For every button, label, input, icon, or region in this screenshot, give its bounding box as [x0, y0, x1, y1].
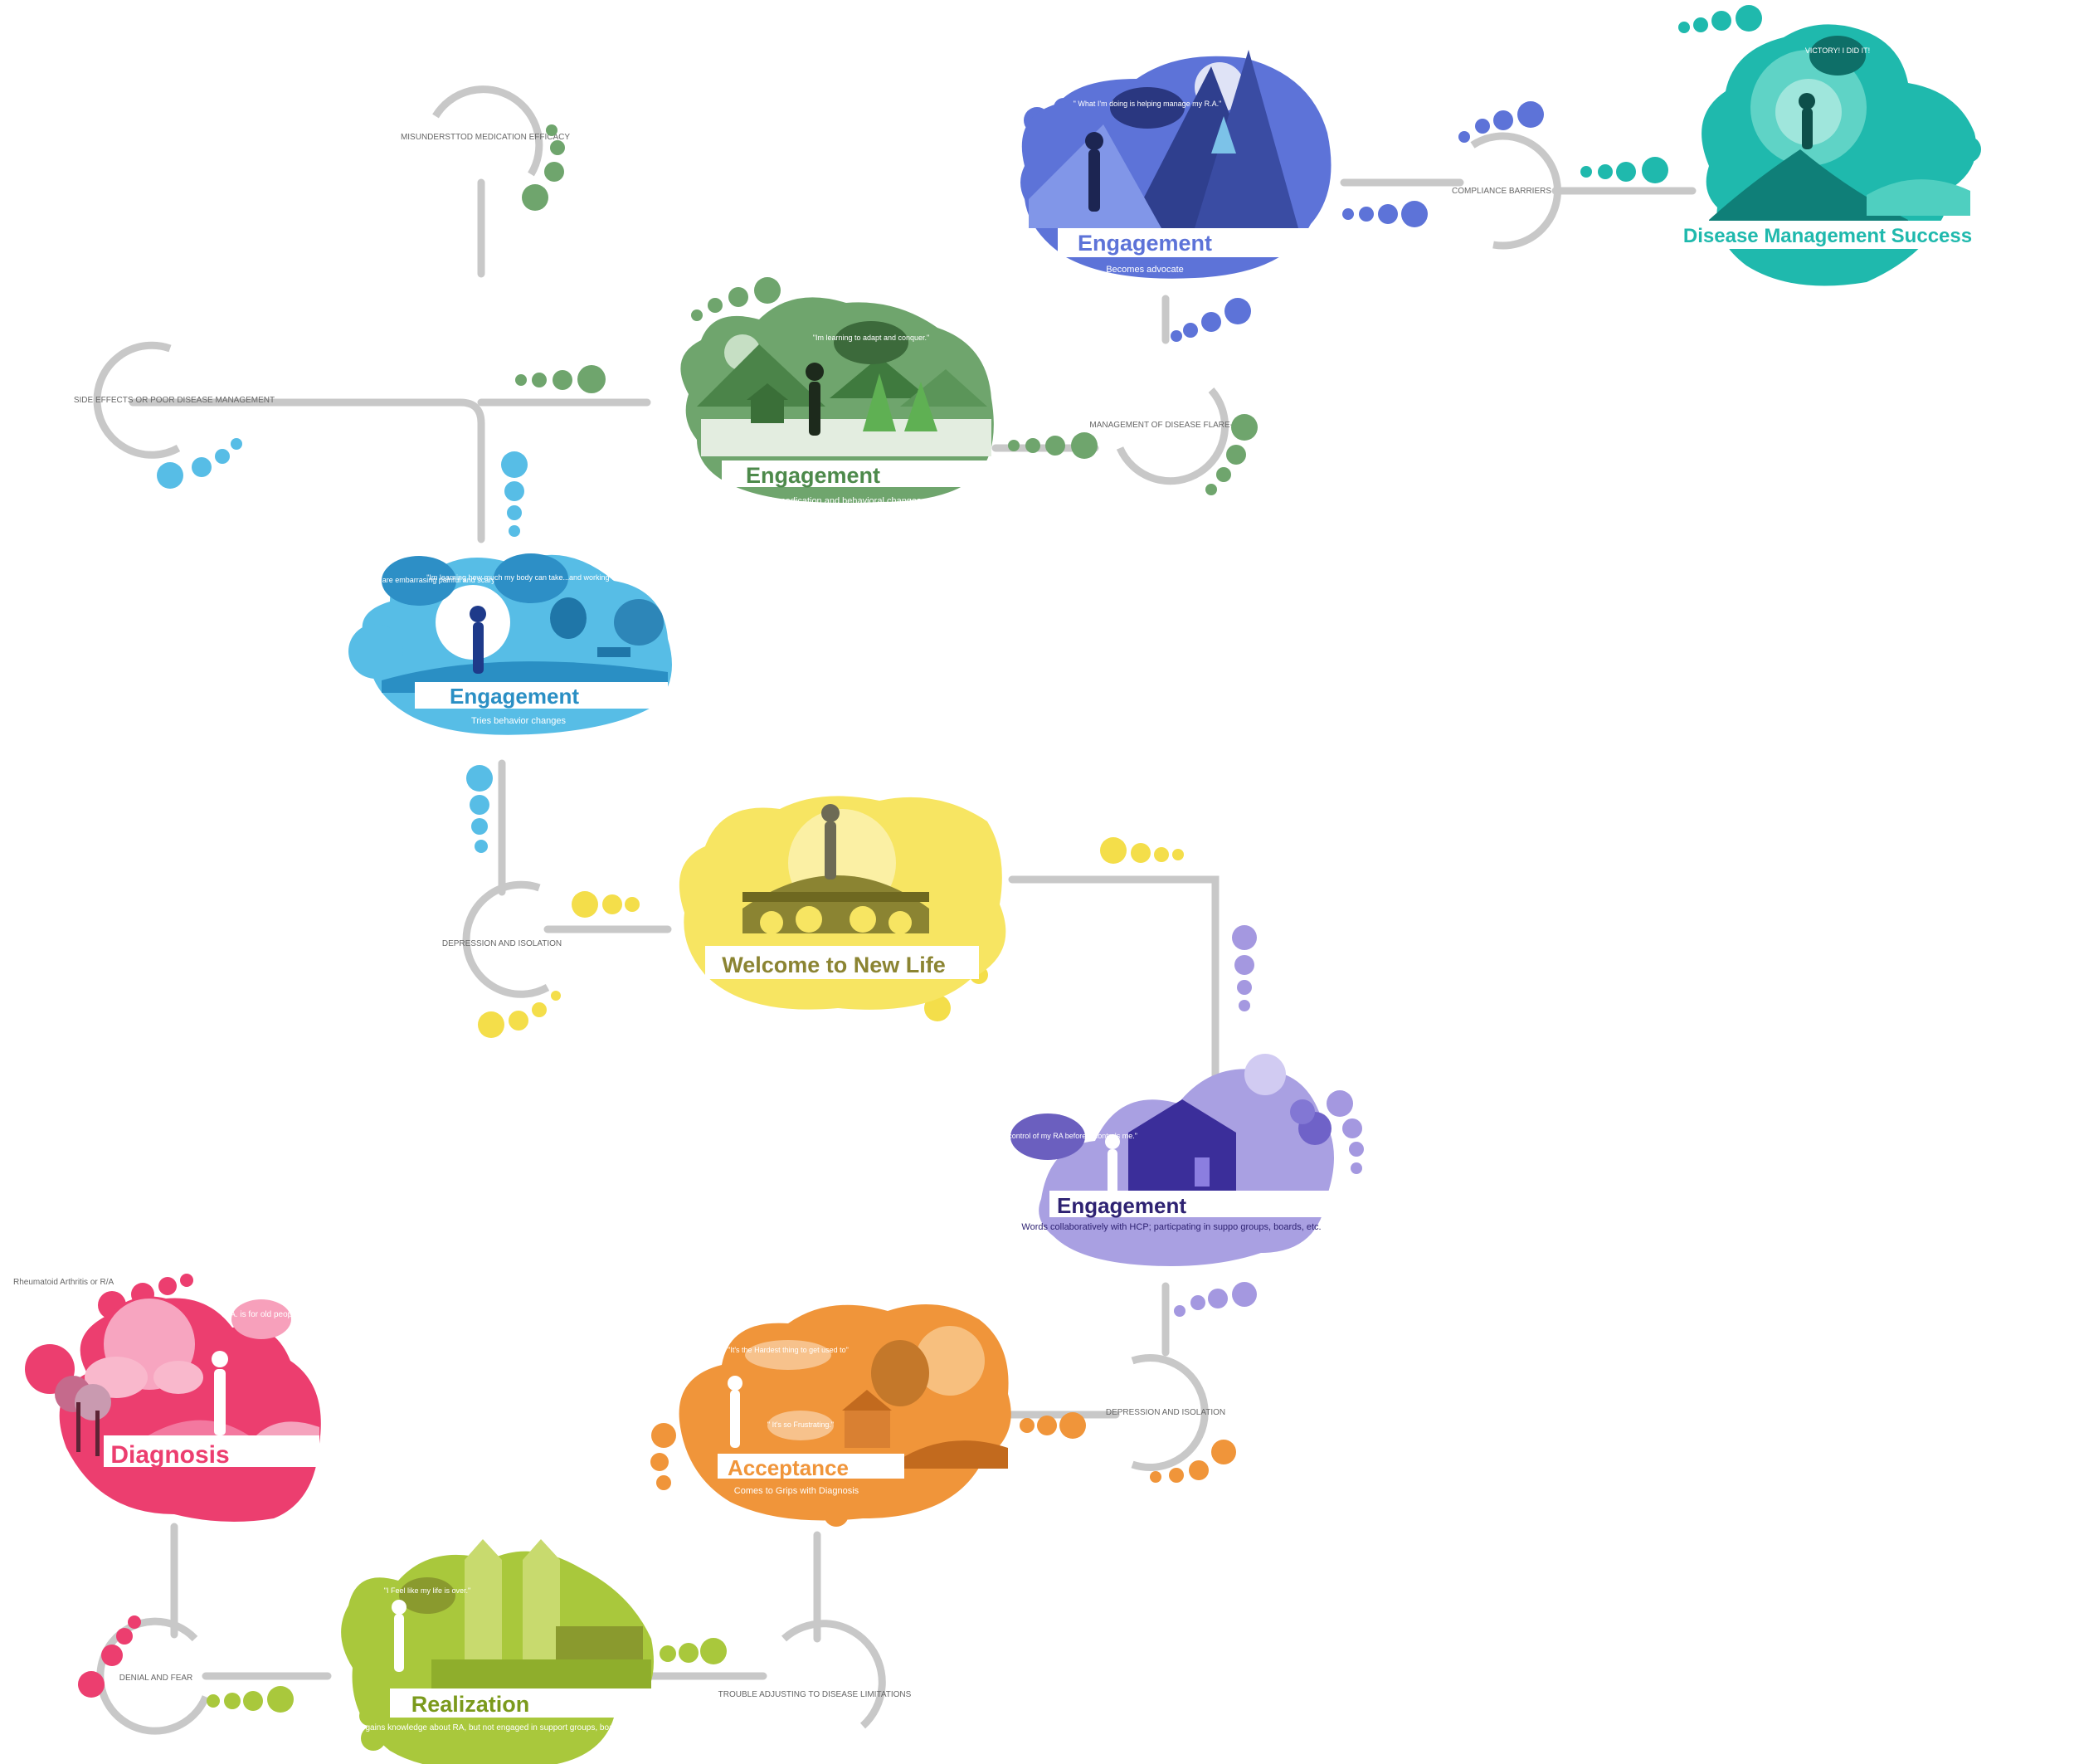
- engagement-cyan-quote2: "Im learning how much my body can take..…: [426, 573, 635, 582]
- svg-text:COMPLIANCE BARRIERS: COMPLIANCE BARRIERS: [1452, 187, 1551, 196]
- barrier-misunderstood-text: MISUNDERSTTOD MEDICATION EFFICACY: [401, 133, 570, 142]
- barrier-depression-left: DEPRESSION AND ISOLATION: [442, 880, 562, 998]
- stage-engagement-green: "Im learning to adapt and conquer." Enga…: [680, 297, 994, 506]
- engagement-cyan-subtitle: Tries behavior changes: [471, 716, 566, 726]
- barrier-compliance-text: COMPLIANCE BARRIERS: [1452, 187, 1551, 196]
- svg-text:MANAGEMENT OF DISEASE FLARE-UP: MANAGEMENT OF DISEASE FLARE-UPS: [1089, 421, 1250, 430]
- barrier-side-effects: SIDE EFFECTS OR POOR DISEASE MANAGEMENT: [74, 341, 275, 459]
- realization-quote: "I Feel like my life is over.": [384, 1586, 470, 1595]
- stage-engagement-blue: " What I'm doing is helping manage my R.…: [1020, 50, 1332, 279]
- engagement-cyan-title: Engagement: [450, 684, 579, 709]
- acceptance-subtitle: Comes to Grips with Diagnosis: [734, 1486, 859, 1496]
- svg-text:TROUBLE ADJUSTING TO DISEASE L: TROUBLE ADJUSTING TO DISEASE LIMITATIONS: [718, 1690, 912, 1699]
- engagement-cyan-quote1: "Side effects are embarrasing painful an…: [338, 576, 499, 584]
- svg-text:MISUNDERSTTOD MEDICATION EFFIC: MISUNDERSTTOD MEDICATION EFFICACY: [401, 133, 570, 142]
- barrier-flare-ups-text: MANAGEMENT OF DISEASE FLARE-UPS: [1089, 421, 1250, 430]
- stage-welcome: Welcome to New Life: [679, 796, 1006, 1010]
- barrier-denial: DENIAL AND FEAR: [96, 1617, 210, 1735]
- dots-engagement-purple: [1174, 925, 1364, 1317]
- svg-text:DEPRESSION AND ISOLATION: DEPRESSION AND ISOLATION: [442, 939, 562, 948]
- barrier-denial-text: DENIAL AND FEAR: [119, 1674, 193, 1683]
- dots-engagement-cyan: [157, 438, 528, 853]
- success-title: Disease Management Success: [1683, 225, 1972, 247]
- barrier-depression-right-text: DEPRESSION AND ISOLATION: [1106, 1408, 1225, 1417]
- svg-text:SIDE EFFECTS OR POOR DISEASE M: SIDE EFFECTS OR POOR DISEASE MANAGEMENT: [74, 396, 275, 405]
- stage-engagement-purple: "I need to take control of my RA before …: [958, 1054, 1334, 1266]
- engagement-green-subtitle: Has success with medication and behavior…: [704, 496, 922, 506]
- realization-title: Realization: [411, 1692, 530, 1717]
- welcome-title: Welcome to New Life: [722, 953, 946, 977]
- barrier-trouble-text: TROUBLE ADJUSTING TO DISEASE LIMITATIONS: [718, 1690, 912, 1699]
- stage-engagement-cyan: "Side effects are embarrasing painful an…: [338, 553, 672, 735]
- stage-success: VICTORY! I DID IT! Disease Management Su…: [1659, 24, 1991, 286]
- svg-text:DENIAL AND FEAR: DENIAL AND FEAR: [119, 1674, 193, 1683]
- acceptance-quote1: "It's the Hardest thing to get used to": [728, 1346, 849, 1354]
- barrier-flare-ups: MANAGEMENT OF DISEASE FLARE-UPS: [1089, 387, 1250, 485]
- engagement-green-quote: "Im learning to adapt and conquer.": [813, 334, 929, 342]
- corner-note: Rheumatoid Arthritis or R/A: [13, 1278, 114, 1287]
- engagement-purple-title: Engagement: [1057, 1193, 1186, 1218]
- barrier-compliance: COMPLIANCE BARRIERS: [1452, 132, 1561, 250]
- realization-subtitle: Researches and gains knowledge about RA,…: [303, 1723, 643, 1732]
- barrier-trouble: TROUBLE ADJUSTING TO DISEASE LIMITATIONS: [718, 1620, 912, 1729]
- stage-acceptance: "It's the Hardest thing to get used to" …: [679, 1304, 1011, 1521]
- success-quote: VICTORY! I DID IT!: [1805, 46, 1870, 55]
- dots-engagement-green: [515, 124, 1258, 495]
- engagement-green-title: Engagement: [746, 463, 880, 488]
- stage-diagnosis: "R.A. is for old people." Diagnosis: [25, 1296, 321, 1522]
- svg-text:DEPRESSION AND ISOLATION: DEPRESSION AND ISOLATION: [1106, 1408, 1225, 1417]
- barrier-depression-right: DEPRESSION AND ISOLATION: [1106, 1354, 1225, 1471]
- engagement-purple-subtitle: Words collaboratively with HCP; particpa…: [1021, 1222, 1321, 1232]
- diagnosis-quote: "R.A. is for old people.": [219, 1310, 304, 1319]
- stage-realization: "I Feel like my life is over." Realizati…: [303, 1539, 654, 1764]
- acceptance-title: Acceptance: [728, 1455, 849, 1480]
- engagement-blue-title: Engagement: [1078, 231, 1212, 256]
- acceptance-quote2: " It's so Frustrating.": [767, 1420, 834, 1429]
- engagement-blue-quote: " What I'm doing is helping manage my R.…: [1074, 100, 1222, 108]
- diagnosis-title: Diagnosis: [110, 1441, 229, 1469]
- engagement-purple-quote: "I need to take control of my RA before …: [958, 1132, 1137, 1140]
- barrier-depression-left-text: DEPRESSION AND ISOLATION: [442, 939, 562, 948]
- barrier-misunderstood: MISUNDERSTTOD MEDICATION EFFICACY: [401, 85, 570, 177]
- engagement-blue-subtitle: Becomes advocate: [1106, 265, 1184, 275]
- barrier-side-effects-text: SIDE EFFECTS OR POOR DISEASE MANAGEMENT: [74, 396, 275, 405]
